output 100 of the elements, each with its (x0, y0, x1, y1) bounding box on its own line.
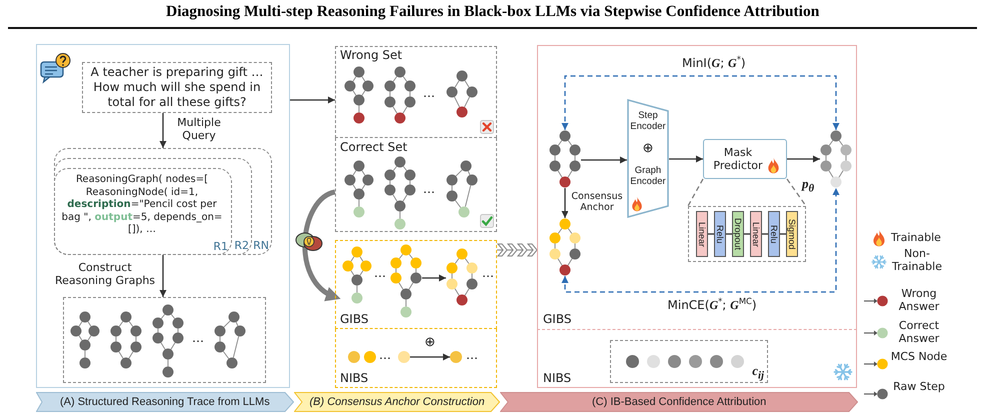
section-label: NIBS (340, 371, 368, 386)
response-card (54, 148, 272, 255)
stage-title: (B) Consensus Anchor Construction (310, 396, 485, 408)
set-region (335, 46, 497, 138)
reasoning-graph-drawing (384, 66, 416, 124)
predictor-label: Mask Predictor (712, 146, 764, 172)
layer-block (750, 211, 762, 257)
layer-block (768, 211, 780, 257)
arrow (422, 274, 446, 282)
stage-banner (500, 392, 858, 412)
arrow (160, 255, 166, 297)
diagram-title: Diagnosing Multi-step Reasoning Failures in Black-box LLMs via Stepwise Confidence Attribution (166, 3, 820, 21)
response-card (54, 168, 232, 255)
step-dot (626, 355, 639, 368)
set-title: Correct Set (340, 140, 408, 154)
ellipsis-text: … (423, 182, 435, 196)
edge-label: MinI(G; G$^{*}$) (682, 54, 746, 70)
reasoning-graph-drawing (549, 130, 581, 188)
encoder-label: Graph Encoder (629, 165, 667, 187)
step-dot (364, 351, 376, 363)
arrow (290, 96, 335, 104)
response-tag: RN (253, 238, 269, 252)
legend-label: Correct Answer (898, 319, 940, 345)
reasoning-graph-drawing (342, 246, 372, 304)
expansion-lines (687, 178, 807, 207)
layer-label: Dropout (733, 218, 743, 250)
arrow (581, 156, 627, 164)
edge-label: MinCE(G$^{*}$; G$^{MC}$) (668, 296, 757, 312)
reasoning-graph-drawing (384, 156, 416, 230)
legend-label: Trainable (891, 231, 941, 244)
layer-label: Relu (715, 224, 725, 244)
set-region (335, 138, 497, 232)
reasoning-graph-drawing (344, 66, 374, 124)
score-box (610, 340, 768, 383)
reasoning-graph-drawing (110, 311, 142, 369)
reasoning-graph-drawing (446, 160, 478, 218)
legend-label: Raw Step (892, 380, 946, 393)
reasoning-graph-drawing (152, 304, 184, 378)
layer-block (696, 211, 708, 257)
predictor-box (703, 139, 787, 179)
encoder-label: Step Encoder (629, 110, 667, 132)
stage-title: (C) IB-Based Confidence Attribution (592, 396, 766, 408)
reasoning-graph-drawing (70, 311, 100, 369)
layer-block (732, 211, 744, 257)
set-title: Wrong Set (340, 48, 402, 62)
score-label: c$_{ij}$ (752, 363, 764, 382)
curved-arrow (302, 190, 340, 300)
section-label: GIBS (340, 312, 368, 326)
ellipsis-text: … (374, 266, 386, 280)
layer-label: Sigmod (787, 218, 797, 250)
response-card (54, 158, 252, 255)
layer-stack-box (688, 206, 806, 262)
reasoning-graph-drawing (446, 248, 478, 306)
section-region (537, 45, 857, 330)
step-dot (731, 355, 744, 368)
layer-label: Linear (697, 222, 707, 247)
encoder-trapezoid (627, 99, 669, 218)
step-dot (348, 351, 360, 363)
arrow (787, 156, 820, 162)
arrow (410, 354, 450, 360)
layer-block (714, 211, 726, 257)
legend-label: MCS Node (890, 350, 948, 363)
ellipsis-text: … (482, 266, 494, 280)
reasoning-graph-drawing (390, 244, 422, 318)
layer-block (786, 211, 798, 257)
stage-panel (36, 44, 290, 388)
ellipsis-text: … (423, 86, 435, 100)
step-dot (450, 351, 462, 363)
arrow (669, 156, 703, 162)
question-text: A teacher is preparing gift … How much will she spend in total for all these gifts? (90, 65, 264, 110)
step-dot (398, 351, 410, 363)
arrow (562, 188, 568, 218)
response-tag: R1 (213, 240, 228, 253)
arrow (160, 113, 166, 148)
step-dot (647, 355, 660, 368)
step-dot (668, 355, 681, 368)
reasoning-graph-drawing (549, 218, 581, 276)
section-label: NIBS (543, 371, 572, 386)
stage-title: (A) Structured Reasoning Trace from LLMs (60, 396, 270, 408)
question-box (82, 62, 272, 113)
stage-banner (294, 392, 500, 412)
layer-label: Relu (769, 224, 779, 244)
section-region (335, 240, 497, 329)
graph-set-box (63, 297, 266, 383)
stage-banner (36, 392, 294, 412)
step-dot (710, 355, 723, 368)
step-dot (689, 355, 702, 368)
ellipsis-text: … (379, 348, 391, 362)
reasoning-graph-drawing (446, 70, 478, 118)
layer-label: Linear (751, 222, 761, 247)
code-text: ReasoningGraph( nodes=[ ReasoningNode( id=1, description="Pencil cost per bag ", output=5, depends_on=[]), … (61, 174, 223, 236)
ellipsis-text: … (466, 348, 478, 362)
section-label: GIBS (543, 312, 572, 326)
section-region (537, 330, 857, 388)
operator-symbol: ⊕ (642, 141, 654, 157)
ellipsis-text: … (192, 331, 204, 346)
response-tag: R2 (234, 238, 249, 252)
legend-label: Wrong Answer (898, 287, 940, 313)
legend-label: Non-Trainable (891, 247, 943, 273)
reasoning-graph-drawing (214, 311, 246, 369)
